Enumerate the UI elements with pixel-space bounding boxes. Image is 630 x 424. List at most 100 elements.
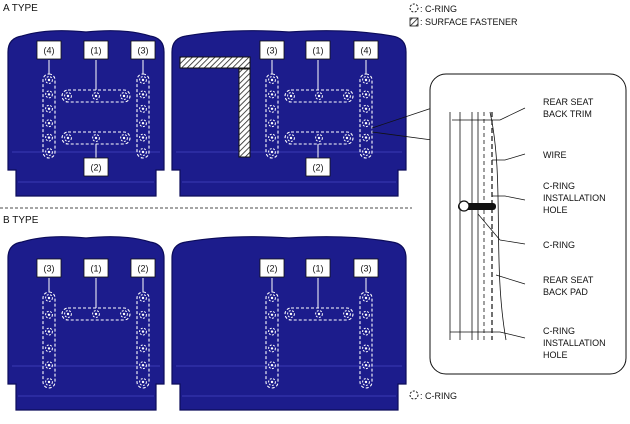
c-ring-center <box>270 78 274 82</box>
c-ring-center <box>141 136 145 139</box>
c-ring-center <box>364 313 368 316</box>
label-rear-seat-back-trim: REAR SEAT BACK TRIM <box>543 97 596 119</box>
c-ring-center <box>47 150 51 154</box>
c-ring-center <box>270 380 274 384</box>
c-ring-mark <box>45 344 53 353</box>
c-ring-center <box>289 136 293 140</box>
label-c-ring: C-RING <box>543 240 575 250</box>
c-ring-mark <box>45 76 53 84</box>
label-rear-seat-back-pad: REAR SEAT BACK PAD <box>543 275 596 297</box>
label-box <box>259 40 285 60</box>
b-type-title: B TYPE <box>3 215 39 226</box>
c-ring-center <box>47 78 51 82</box>
c-ring-center <box>141 78 145 82</box>
c-ring-center <box>270 347 274 350</box>
c-ring-mark <box>362 327 370 336</box>
label-box <box>353 40 379 60</box>
c-ring-mark <box>315 134 323 142</box>
c-ring-center <box>47 380 51 384</box>
c-ring-center <box>47 296 51 300</box>
detail-leaders <box>450 107 526 339</box>
c-ring-mark <box>362 310 370 319</box>
c-ring-center <box>141 380 145 384</box>
c-ring-mark <box>268 119 276 128</box>
a-type-title: A TYPE <box>3 3 38 14</box>
c-ring-legend-bottom: : C-RING <box>409 390 457 401</box>
callout-leader-lower <box>371 131 433 141</box>
c-ring-mark <box>139 294 147 302</box>
c-ring-center <box>364 93 368 96</box>
surface-fastener-legend: : SURFACE FASTENER <box>409 17 518 27</box>
c-ring-mark <box>64 310 72 318</box>
c-ring-mark <box>343 310 351 318</box>
c-ring-center <box>47 93 51 96</box>
c-ring-mark <box>287 134 295 142</box>
detail-c-ring-hole <box>458 200 470 212</box>
c-ring-mark <box>268 327 276 336</box>
c-ring-mark <box>120 92 128 100</box>
label-box <box>353 258 379 278</box>
label-c-ring-installation-hole-top: C-RING INSTALLATION HOLE <box>543 181 608 215</box>
c-ring-mark <box>315 92 323 100</box>
c-ring-mark <box>268 294 276 302</box>
label-number: (2) <box>138 264 149 274</box>
c-ring-center <box>122 136 126 140</box>
c-ring-mark <box>92 134 100 142</box>
c-ring-mark <box>268 344 276 353</box>
detail-callout-box <box>429 73 627 375</box>
c-ring-center <box>94 312 98 316</box>
label-number: (1) <box>91 46 102 56</box>
seat-body <box>171 236 407 411</box>
seat-body <box>171 30 407 197</box>
c-ring-center <box>364 296 368 300</box>
c-ring-center <box>270 313 274 316</box>
c-ring-mark <box>268 90 276 99</box>
c-ring-mark <box>45 361 53 370</box>
c-ring-center <box>270 122 274 125</box>
c-ring-mark <box>139 119 147 128</box>
c-ring-mark <box>45 294 53 302</box>
c-ring-mark <box>139 361 147 370</box>
c-ring-mark <box>268 76 276 84</box>
c-ring-center <box>47 347 51 350</box>
c-ring-mark <box>362 344 370 353</box>
c-ring-legend-bottom-icon <box>409 390 419 400</box>
c-ring-mark <box>362 76 370 84</box>
c-ring-mark <box>139 148 147 156</box>
c-ring-center <box>47 122 51 125</box>
c-ring-center <box>289 312 293 316</box>
c-ring-center <box>66 94 70 98</box>
detail-cross-section <box>449 111 507 341</box>
label-number: (3) <box>361 264 372 274</box>
c-ring-mark <box>362 119 370 128</box>
label-wire: WIRE <box>543 150 567 160</box>
label-box <box>305 40 331 60</box>
c-ring-center <box>289 94 293 98</box>
c-ring-center <box>317 136 321 140</box>
surface-fastener-legend-icon <box>409 17 419 27</box>
surface-fastener-horizontal <box>179 56 251 69</box>
c-ring-mark <box>64 92 72 100</box>
c-ring-center <box>141 122 145 125</box>
c-ring-center <box>66 136 70 140</box>
c-ring-center <box>141 107 145 111</box>
c-ring-center <box>47 364 51 367</box>
c-ring-center <box>47 136 51 139</box>
label-number: (1) <box>313 46 324 56</box>
label-number: (3) <box>44 264 55 274</box>
label-number: (2) <box>313 163 324 173</box>
c-ring-mark <box>362 148 370 156</box>
c-ring-mark <box>45 119 53 128</box>
c-ring-center <box>141 347 145 350</box>
c-ring-mark <box>120 310 128 318</box>
c-ring-mark <box>315 310 323 318</box>
label-c-ring-installation-hole-bottom: C-RING INSTALLATION HOLE <box>543 326 608 360</box>
c-ring-center <box>270 107 274 111</box>
a-type-left-seat-panel: (4)(1)(3)(2) <box>7 30 165 197</box>
c-ring-center <box>94 136 98 140</box>
c-ring-mark <box>268 361 276 370</box>
c-ring-center <box>122 312 126 316</box>
c-ring-center <box>364 347 368 350</box>
c-ring-center <box>345 136 349 140</box>
